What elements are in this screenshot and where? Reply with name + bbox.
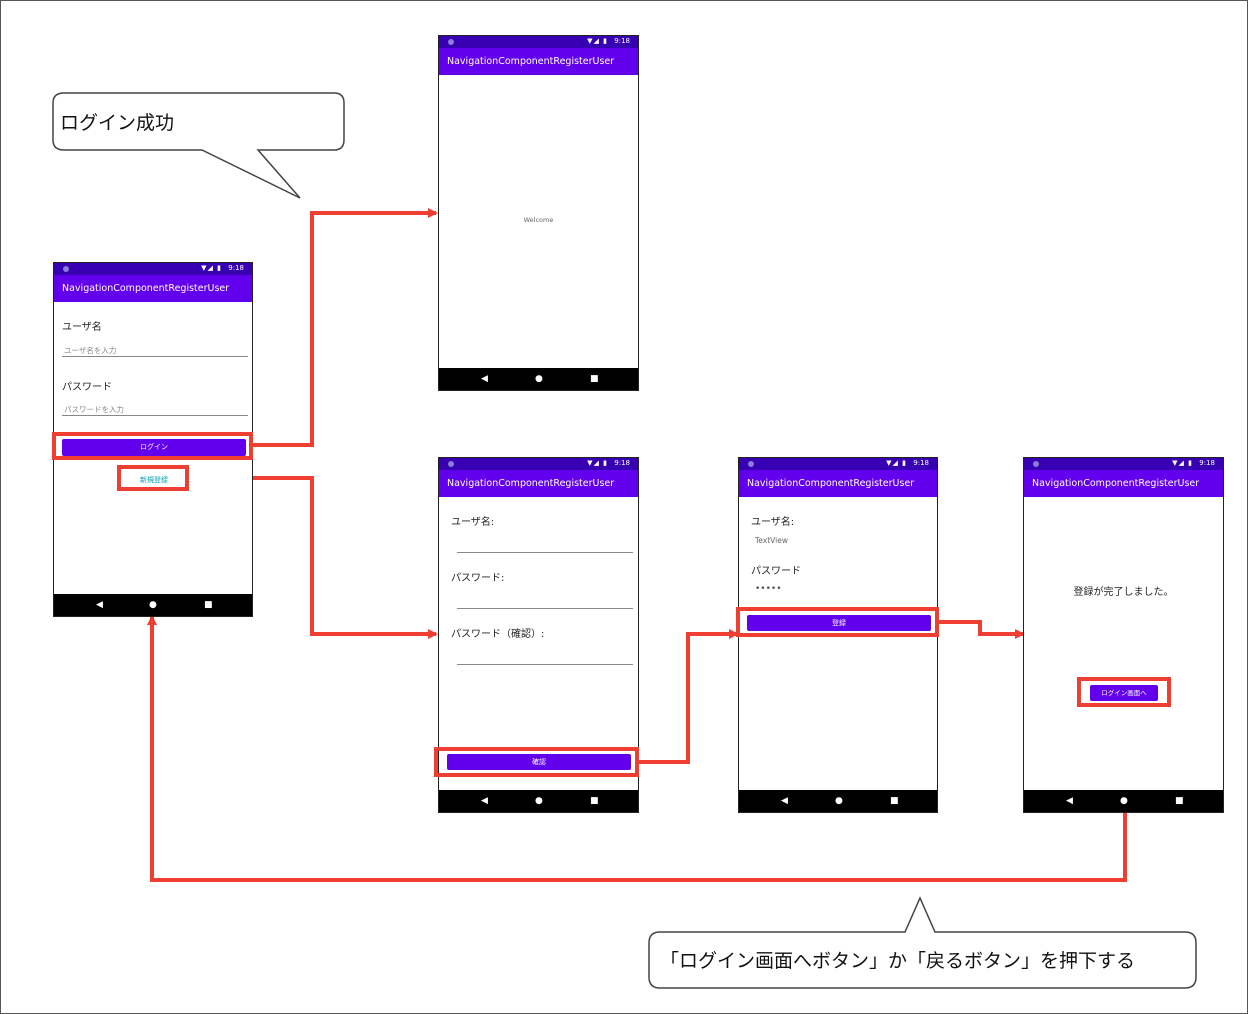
status-bar: ▼◢ ▮ 9:18	[1024, 458, 1223, 470]
username-label: ユーザ名:	[751, 517, 795, 528]
complete-screen: ▼◢ ▮ 9:18 NavigationComponentRegisterUser…	[1023, 457, 1224, 813]
highlight-to-login-button	[1077, 677, 1171, 707]
arrow-login-to-welcome	[252, 208, 438, 447]
status-time: 9:18	[614, 459, 630, 467]
recent-icon[interactable]: ■	[890, 796, 899, 806]
confirm-button[interactable]: 確認	[447, 754, 631, 770]
home-icon[interactable]: ●	[149, 600, 157, 610]
status-time: 9:18	[228, 264, 244, 272]
welcome-text: Welcome	[523, 216, 554, 224]
callout-back-note: 「ログイン画面へボタン」か「戻るボタン」を押下する	[660, 950, 1136, 972]
password-label: パスワード:	[451, 573, 505, 584]
password-label: パスワード	[751, 566, 801, 577]
username-label: ユーザ名	[62, 322, 102, 333]
recent-icon[interactable]: ■	[590, 374, 599, 384]
app-bar-title: NavigationComponentRegisterUser	[439, 470, 638, 497]
back-icon[interactable]: ◀	[781, 796, 788, 806]
app-bar-title: NavigationComponentRegisterUser	[54, 275, 252, 302]
password-confirm-label: パスワード（確認）:	[451, 629, 545, 640]
register-screen: ▼◢ ▮ 9:18 NavigationComponentRegisterUser…	[438, 457, 639, 813]
back-icon[interactable]: ◀	[481, 374, 488, 384]
password-input[interactable]	[457, 608, 633, 609]
highlight-register-button	[736, 607, 939, 637]
back-icon[interactable]: ◀	[96, 600, 103, 610]
callout-bubble-back-note	[648, 896, 1197, 989]
status-bar: ▼◢ ▮ 9:18	[439, 36, 638, 48]
status-icons: ▼◢ ▮	[1172, 459, 1193, 467]
nav-bar: ◀ ● ■	[54, 594, 252, 616]
status-time: 9:18	[913, 459, 929, 467]
status-icons: ▼◢ ▮	[201, 264, 222, 272]
login-screen: ▼◢ ▮ 9:18 NavigationComponentRegisterUser…	[53, 262, 253, 617]
password-input[interactable]: パスワードを入力	[64, 405, 124, 414]
username-input[interactable]: ユーザ名を入力	[64, 346, 117, 355]
nav-bar: ◀ ● ■	[1024, 790, 1223, 812]
recent-icon[interactable]: ■	[204, 600, 213, 610]
arrow-confirm-to-check	[637, 629, 739, 764]
password-confirm-input[interactable]	[457, 664, 633, 665]
arrow-register-to-complete	[937, 620, 1025, 639]
nav-bar: ◀ ● ■	[439, 368, 638, 390]
highlight-confirm-button	[434, 747, 639, 777]
status-icons: ▼◢ ▮	[587, 459, 608, 467]
status-bar: ▼◢ ▮ 9:18	[739, 458, 937, 470]
recent-icon[interactable]: ■	[590, 796, 599, 806]
register-button[interactable]: 登録	[747, 615, 931, 631]
status-icons: ▼◢ ▮	[587, 37, 608, 45]
username-value: TextView	[755, 536, 788, 545]
password-label: パスワード	[62, 382, 112, 393]
status-bar: ▼◢ ▮ 9:18	[439, 458, 638, 470]
nav-bar: ◀ ● ■	[739, 790, 937, 812]
username-label: ユーザ名:	[451, 517, 495, 528]
status-time: 9:18	[1199, 459, 1215, 467]
highlight-login-button	[52, 432, 253, 460]
back-icon[interactable]: ◀	[1066, 796, 1073, 806]
callout-bubble-login-success	[52, 92, 345, 199]
register-link[interactable]: 新規登録	[140, 476, 168, 484]
recent-icon[interactable]: ■	[1175, 796, 1184, 806]
app-bar-title: NavigationComponentRegisterUser	[1024, 470, 1223, 497]
back-icon[interactable]: ◀	[481, 796, 488, 806]
app-bar-title: NavigationComponentRegisterUser	[439, 48, 638, 75]
app-bar-title: NavigationComponentRegisterUser	[739, 470, 937, 497]
status-time: 9:18	[614, 37, 630, 45]
highlight-register-link	[117, 465, 189, 491]
status-icons: ▼◢ ▮	[886, 459, 907, 467]
home-icon[interactable]: ●	[835, 796, 843, 806]
status-bar: ▼◢ ▮ 9:18	[54, 263, 252, 275]
username-input[interactable]	[457, 552, 633, 553]
nav-bar: ◀ ● ■	[439, 790, 638, 812]
home-icon[interactable]: ●	[535, 374, 543, 384]
password-value: •••••	[755, 584, 782, 594]
welcome-screen: ▼◢ ▮ 9:18 NavigationComponentRegisterUser…	[438, 35, 639, 391]
to-login-button[interactable]: ログイン画面へ	[1090, 685, 1158, 701]
home-icon[interactable]: ●	[1120, 796, 1128, 806]
callout-login-success: ログイン成功	[60, 112, 175, 134]
login-button[interactable]: ログイン	[62, 439, 246, 456]
home-icon[interactable]: ●	[535, 796, 543, 806]
complete-message: 登録が完了しました。	[1073, 587, 1174, 598]
